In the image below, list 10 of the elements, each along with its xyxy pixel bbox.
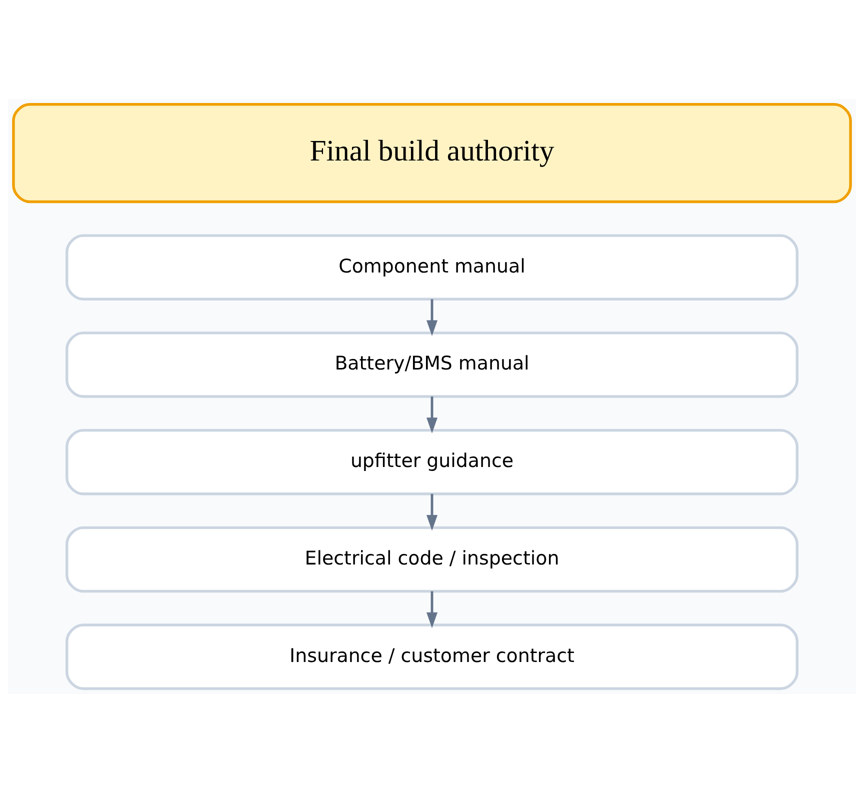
node-box: Electrical code / inspection <box>66 526 798 593</box>
node-box: Battery/BMS manual <box>66 332 798 398</box>
node-box: Final build authority <box>12 103 852 204</box>
arrow <box>426 494 438 531</box>
arrow <box>426 591 438 628</box>
arrow <box>426 299 438 336</box>
node-box: upfitter guidance <box>66 428 798 496</box>
node-box: Insurance / customer contract <box>66 624 798 690</box>
arrow <box>426 396 438 434</box>
node-box: Component manual <box>66 234 798 300</box>
